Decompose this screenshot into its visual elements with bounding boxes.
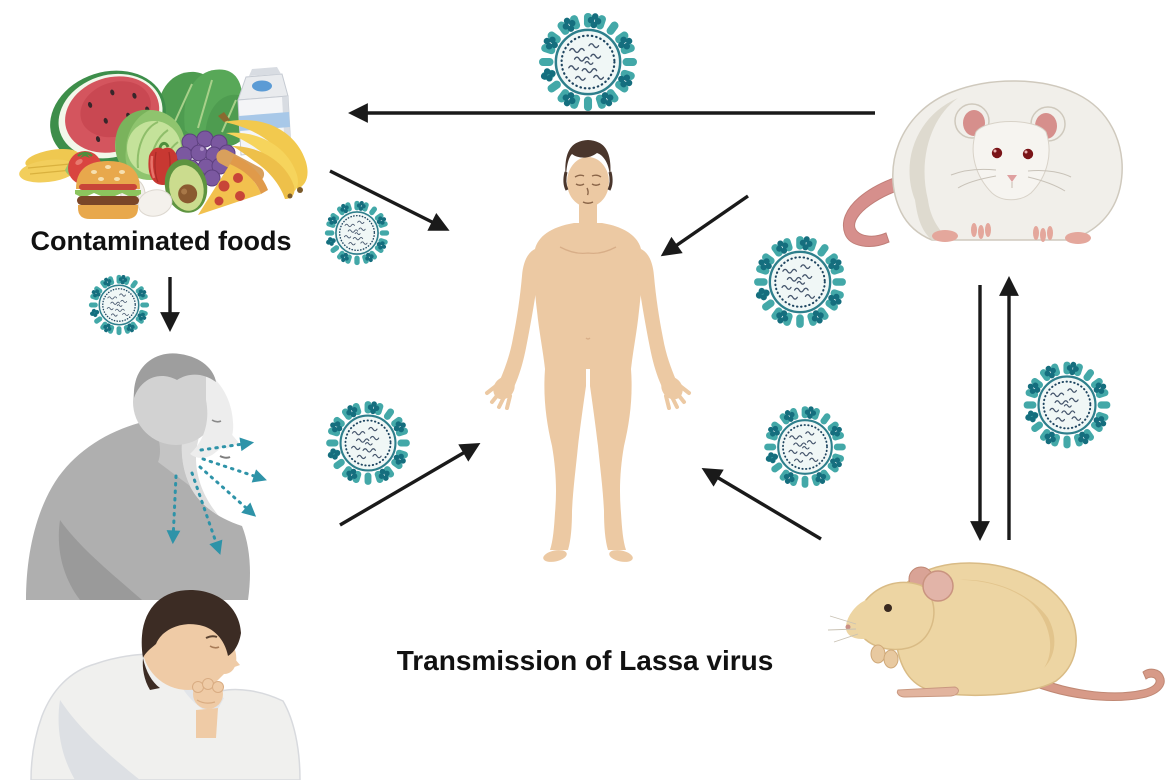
lassa-virion-icon (1024, 361, 1111, 448)
mouse-tail (1019, 668, 1165, 701)
sneezer-head (133, 359, 219, 445)
human-hair (565, 140, 611, 180)
sneezer-face (190, 372, 234, 458)
lassa-virion-icon (326, 400, 410, 484)
transmission-arrows (160, 103, 1019, 541)
mouse-front-paws (870, 644, 899, 669)
human-face (574, 174, 602, 204)
contaminated-foods-label: Contaminated foods (30, 226, 292, 256)
sneeze-droplet-arrows (166, 437, 267, 555)
sneezing-person-illustration (26, 353, 267, 600)
human-illustration (485, 140, 691, 562)
rat-head (972, 121, 1050, 201)
lassa-virion-icon (325, 200, 389, 265)
mouse-snout (845, 600, 888, 639)
rat-nose (1007, 175, 1017, 182)
burger-icon (75, 161, 141, 219)
arrow-foods-to-human (329, 169, 450, 231)
mouse-nose (845, 624, 851, 630)
rat-whiskers (950, 168, 1072, 192)
human-left-foot (543, 550, 567, 562)
cougher-fist (192, 678, 224, 738)
bananas-icon (218, 112, 308, 199)
human-left-leg (544, 369, 586, 550)
mouse-eye (884, 604, 892, 612)
contaminated-foods-illustration (19, 67, 308, 219)
pizza-slice-icon (198, 156, 268, 215)
human-left-arm (500, 249, 540, 389)
mouse-ear (922, 570, 954, 602)
human-right-arm (636, 249, 676, 389)
lassa-virion-icon (764, 405, 846, 487)
egg-icon (137, 189, 173, 217)
avocado-icon (164, 159, 208, 213)
arrow-mouse-to-human (701, 467, 822, 541)
human-right-foot (609, 550, 633, 562)
mouse-whiskers (827, 615, 859, 643)
sneezer-hair (133, 353, 216, 398)
lassa-virion-icon (754, 235, 846, 328)
white-rat-illustration (843, 80, 1123, 247)
lassa-virion-icon (89, 274, 149, 335)
human-neck (579, 200, 597, 228)
tan-mouse-illustration (827, 562, 1165, 701)
human-head (567, 157, 609, 207)
lassa-virion-icon (539, 12, 637, 111)
mouse-hind-foot (896, 686, 959, 698)
human-torso (533, 223, 643, 369)
human-right-leg (590, 369, 632, 550)
arrow-rat-to-human (660, 194, 749, 257)
coughing-person-illustration (30, 590, 301, 780)
rat-paws (932, 223, 1091, 244)
rat-eyes (991, 147, 1034, 160)
arrow-sneezer-to-human (339, 442, 481, 527)
diagram-title: Transmission of Lassa virus (396, 645, 774, 676)
cougher-hair (141, 590, 241, 658)
